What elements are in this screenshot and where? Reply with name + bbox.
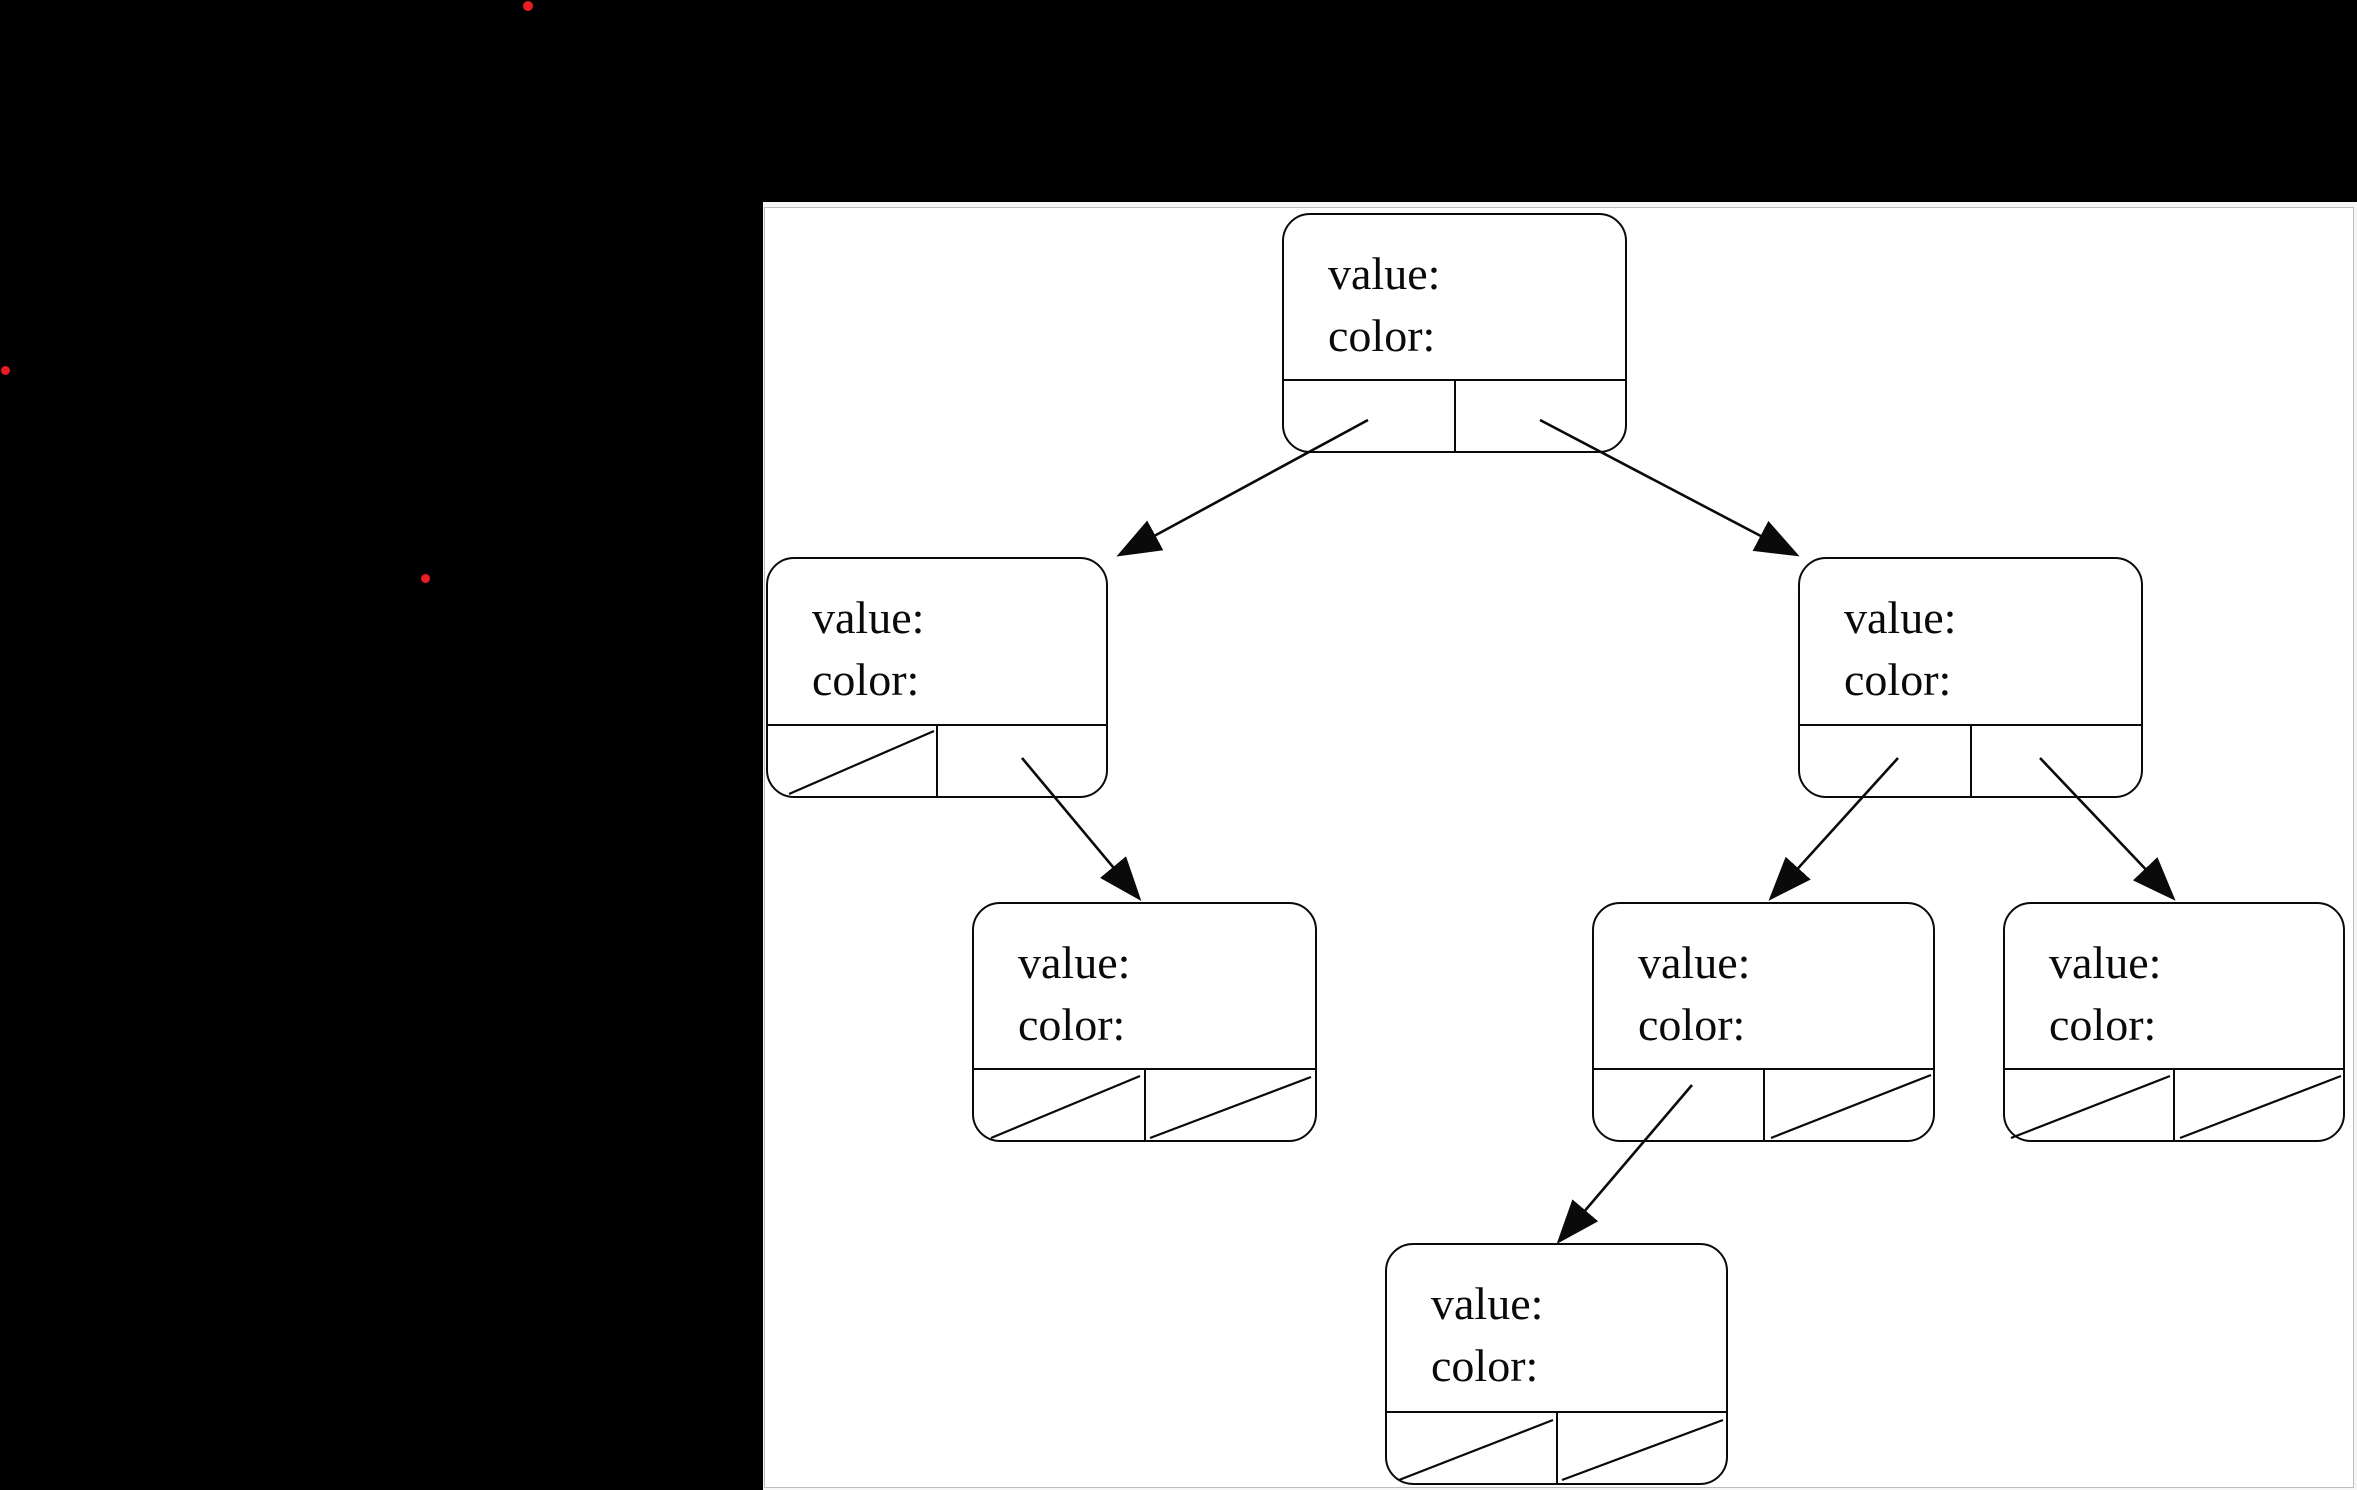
right-pointer-cell bbox=[1558, 1413, 1727, 1483]
value-label: value: bbox=[1018, 937, 1131, 988]
color-label: color: bbox=[1018, 999, 1126, 1050]
red-dot-marker-top bbox=[523, 1, 533, 11]
tree-node-left-right-child: value: color: bbox=[972, 902, 1317, 1142]
pointer-row bbox=[2005, 1068, 2343, 1140]
red-dot-marker-left bbox=[1, 366, 10, 375]
value-label: value: bbox=[2049, 937, 2162, 988]
left-pointer-cell bbox=[2005, 1070, 2175, 1140]
left-pointer-cell bbox=[1594, 1070, 1765, 1140]
pointer-row bbox=[1387, 1411, 1726, 1483]
red-dot-marker-middle bbox=[421, 574, 430, 583]
left-pointer-cell bbox=[974, 1070, 1146, 1140]
value-label: value: bbox=[1328, 248, 1441, 299]
right-pointer-cell bbox=[1765, 1070, 1934, 1140]
pointer-row bbox=[1594, 1068, 1933, 1140]
right-pointer-cell bbox=[1972, 726, 2142, 796]
tree-node-right-child: value: color: bbox=[1798, 557, 2143, 798]
pointer-row bbox=[1800, 724, 2141, 796]
color-label: color: bbox=[1638, 999, 1746, 1050]
value-label: value: bbox=[1638, 937, 1751, 988]
left-pointer-cell bbox=[1387, 1413, 1558, 1483]
pointer-row bbox=[1284, 379, 1625, 451]
value-label: value: bbox=[1844, 592, 1957, 643]
pointer-row bbox=[974, 1068, 1315, 1140]
node-labels: value: color: bbox=[974, 904, 1315, 1068]
left-pointer-cell bbox=[1800, 726, 1972, 796]
node-labels: value: color: bbox=[1284, 215, 1625, 379]
left-pointer-cell bbox=[1284, 381, 1456, 451]
color-label: color: bbox=[1844, 654, 1952, 705]
color-label: color: bbox=[812, 654, 920, 705]
node-labels: value: color: bbox=[1800, 559, 2141, 724]
node-labels: value: color: bbox=[1387, 1245, 1726, 1411]
tree-node-bottom-child: value: color: bbox=[1385, 1243, 1728, 1485]
right-pointer-cell bbox=[938, 726, 1106, 796]
value-label: value: bbox=[1431, 1278, 1544, 1329]
right-pointer-cell bbox=[1456, 381, 1626, 451]
value-label: value: bbox=[812, 592, 925, 643]
tree-node-root: value: color: bbox=[1282, 213, 1627, 453]
left-pointer-cell bbox=[768, 726, 938, 796]
node-labels: value: color: bbox=[768, 559, 1106, 724]
tree-node-left-child: value: color: bbox=[766, 557, 1108, 798]
color-label: color: bbox=[2049, 999, 2157, 1050]
right-pointer-cell bbox=[2175, 1070, 2343, 1140]
right-pointer-cell bbox=[1146, 1070, 1316, 1140]
pointer-row bbox=[768, 724, 1106, 796]
tree-node-right-left-child: value: color: bbox=[1592, 902, 1935, 1142]
node-labels: value: color: bbox=[1594, 904, 1933, 1068]
color-label: color: bbox=[1328, 310, 1436, 361]
color-label: color: bbox=[1431, 1340, 1539, 1391]
node-labels: value: color: bbox=[2005, 904, 2343, 1068]
tree-node-right-right-child: value: color: bbox=[2003, 902, 2345, 1142]
